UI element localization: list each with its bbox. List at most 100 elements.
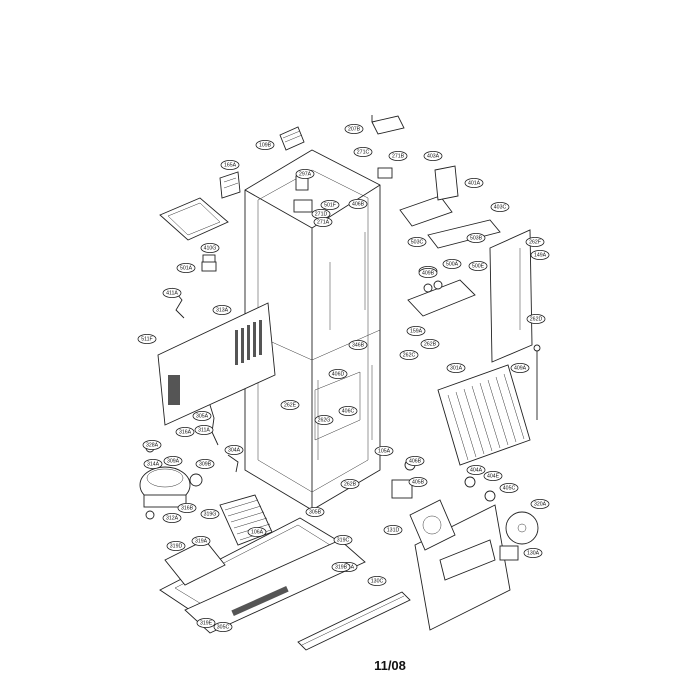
callout-text: 409B [422,270,435,276]
callout-bubble [338,405,358,416]
callout-label: 409A [510,362,530,373]
callout-bubble [331,562,351,573]
callout-label: 105A [374,445,394,456]
callout-text: 271C [357,149,370,155]
callout-bubble [224,444,244,455]
callout-label: 131D [383,525,403,536]
callout-text: 319A [195,538,208,544]
callout-bubble [313,216,333,227]
callout-text: 207B [348,126,361,132]
callout-label: 262B [420,338,440,349]
heater-rod-part [533,344,541,420]
callout-bubble [408,476,428,487]
cable-part [209,404,239,473]
callout-label: 309B [195,458,215,469]
callout-text: 319E [200,620,213,626]
callout-label: 503C [407,236,427,247]
callout-bubble [295,168,315,179]
callout-text: 312A [166,515,179,521]
callout-bubble [374,445,394,456]
callout-label: 316A [175,426,195,437]
callout-bubble [523,548,543,559]
callout-bubble [143,458,163,469]
callout-bubble [353,146,373,157]
callout-bubble [200,508,220,519]
evaporator-part [437,364,531,466]
callout-bubble [348,198,368,209]
callout-text: 401A [468,180,481,186]
callout-group: 207B109B165A403A271C271B403C297A401A501F… [137,124,550,633]
callout-text: 314A [147,461,160,467]
callout-label: 406D [328,368,348,379]
callout-bubble [280,399,300,410]
small-cover-part [439,539,519,581]
callout-label: 501A [176,262,196,273]
callout-label: 159A [406,325,426,336]
callout-bubble [305,506,325,517]
callout-text: 309A [167,458,180,464]
callout-label: 316B [177,502,197,513]
callout-text: 149A [534,252,547,258]
callout-label: 320A [530,498,550,509]
callout-text: 320A [534,501,547,507]
callout-text: 346B [352,342,365,348]
callout-bubble [406,325,426,336]
callout-text: 405B [412,479,425,485]
callout-bubble [407,236,427,247]
callout-text: 109B [259,142,272,148]
callout-bubble [367,576,387,587]
callout-text: 262B [424,341,437,347]
callout-label: 313A [212,304,232,315]
callout-bubble [213,622,233,633]
callout-bubble [340,478,360,489]
duct-panel-part [489,229,533,363]
callout-text: 404A [470,467,483,473]
callout-bubble [388,150,408,161]
callout-label: 262C [399,349,419,360]
callout-bubble [163,455,183,466]
callout-bubble [166,541,186,552]
sensor-part [171,254,217,319]
callout-text: 262D [530,316,543,322]
callout-bubble [320,199,340,210]
callout-label: 207B [344,124,364,135]
callout-label: 106A [247,527,267,538]
callout-label: 130C [367,576,387,587]
callout-label: 149A [530,249,550,260]
callout-text: 309B [199,461,212,467]
callout-label: 511F [137,333,157,344]
callout-label: 319D [166,541,186,552]
evaporator-cover-part [427,219,501,249]
callout-bubble [255,139,275,150]
callout-bubble [399,349,419,360]
front-rail-part [297,591,411,651]
callout-bubble [420,338,440,349]
callout-label: 301A [446,362,466,373]
callout-label: 411A [162,287,182,298]
callout-text: 403C [494,204,507,210]
callout-bubble [162,513,182,524]
callout-label: 403C [490,201,510,212]
callout-text: 271A [317,219,330,225]
callout-bubble [466,232,486,243]
callout-label: 262F [525,236,545,247]
callout-label: 165A [220,159,240,170]
callout-bubble [525,236,545,247]
ice-bin-part [407,279,476,317]
callout-text: 262B [344,481,357,487]
callout-bubble [348,339,368,350]
callout-bubble [510,362,530,373]
callout-text: 406D [332,371,345,377]
callout-label: 305B [305,506,325,517]
callout-text: 319B [335,564,348,570]
callout-text: 503C [411,239,424,245]
callout-label: 271C [353,146,373,157]
callout-text: 319G [204,511,217,517]
callout-bubble [196,618,216,629]
callout-label: 314A [143,458,163,469]
callout-label: 409B [418,267,438,278]
callout-bubble [137,333,157,344]
callout-label: 271A [313,216,333,227]
hinge-top-part [371,115,405,135]
